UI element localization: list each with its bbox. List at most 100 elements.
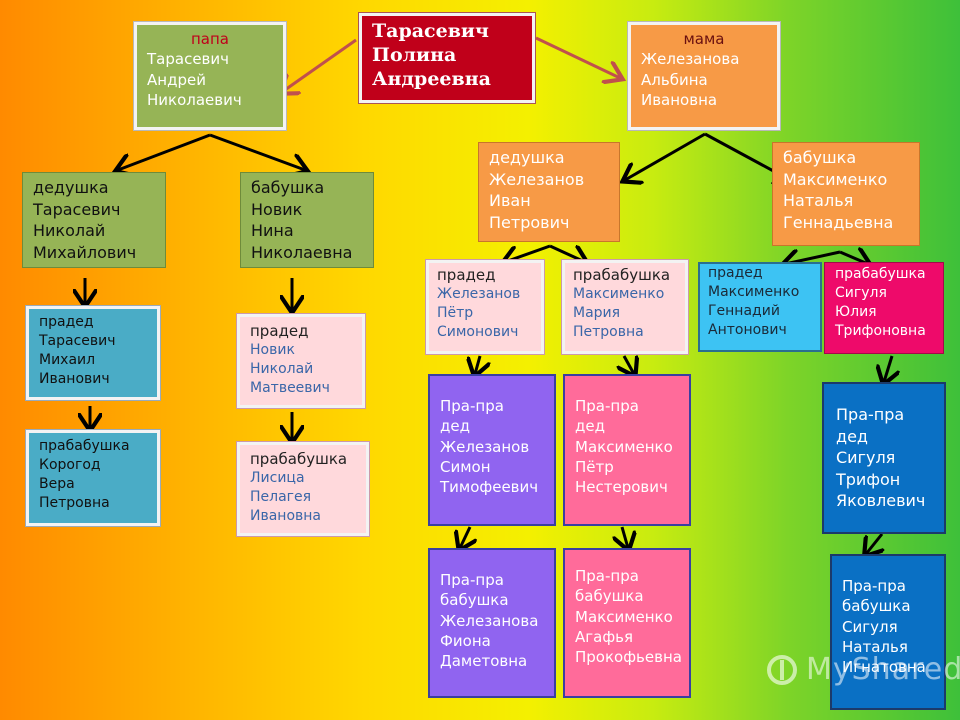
arrow-root-to-papa (282, 38, 357, 92)
role-label: прадед (437, 266, 496, 284)
patronymic: Даметовна (440, 652, 528, 670)
great-grandmother-sigulya-node: прабабушка Сигуля Юлия Трифоновна (824, 262, 944, 354)
firstname: Николай (33, 221, 106, 241)
firstname: Иван (489, 191, 531, 211)
firstname: Вера (39, 475, 75, 492)
role-label: прадед (250, 322, 309, 340)
root-firstname: Полина (372, 43, 457, 66)
surname: Железанов (437, 286, 521, 303)
arrow-gfm-to-ggmm (549, 244, 585, 262)
patronymic: Яковлевич (836, 491, 926, 511)
role-label: Пра-пра (575, 397, 639, 415)
great-grandfather-zhelezanov-node: прадед Железанов Пётр Симонович (426, 260, 544, 354)
arrow-gggfm-to-gggmm (622, 526, 628, 548)
surname: Новик (250, 342, 295, 359)
watermark-logo-icon (767, 655, 797, 685)
patronymic: Антонович (708, 321, 787, 338)
papa-node: папа Тарасевич Андрей Николаевич (134, 22, 286, 130)
firstname: Юлия (835, 303, 877, 320)
surname: Новик (251, 199, 303, 219)
firstname: Трифон (836, 469, 901, 489)
root-node: Тарасевич Полина Андреевна (359, 13, 535, 103)
patronymic: Нестерович (575, 478, 668, 496)
role-label: прабабушка (835, 266, 926, 282)
role-label-2: дед (836, 426, 868, 446)
patronymic: Иванович (39, 370, 110, 387)
firstname: Мария (573, 305, 621, 322)
patronymic: Симонович (437, 324, 519, 341)
surname: Лисица (250, 470, 305, 487)
surname: Корогод (39, 456, 101, 473)
patronymic: Геннадьевна (783, 212, 894, 232)
arrow-papa-to-gm (209, 133, 305, 170)
firstname: Нина (251, 221, 294, 241)
arrow-root-to-mama (535, 36, 620, 78)
great-grandfather-maksimenko-node: прадед Максименко Геннадий Антонович (698, 262, 822, 352)
firstname: Пелагея (250, 489, 312, 506)
arrow-gfm-to-ggfz (505, 244, 551, 262)
gg-grandmother-sigulya-node: Пра-пра бабушка Сигуля Наталья Игнатовна (830, 554, 946, 710)
arrow-ggmm-to-gggf (624, 356, 634, 374)
great-grandmother-korogod-node: прабабушка Корогод Вера Петровна (26, 430, 160, 526)
firstname: Пётр (575, 457, 614, 476)
firstname: Фиона (440, 631, 491, 650)
surname: Железанов (440, 437, 530, 456)
arrow-ggms-to-gggf (884, 355, 892, 382)
firstname: Симон (440, 457, 491, 476)
firstname: Пётр (437, 305, 474, 322)
surname: Железанова (440, 611, 539, 630)
root-surname: Тарасевич (372, 20, 489, 42)
patronymic: Петровна (573, 324, 644, 341)
surname: Сигуля (836, 448, 896, 468)
surname: Сигуля (842, 617, 898, 636)
firstname: Наталья (783, 191, 854, 211)
surname: Максименко (783, 169, 888, 189)
surname: Тарасевич (39, 332, 116, 349)
role-label: Пра-пра (836, 405, 905, 424)
grandmother-paternal-node: бабушка Новик Нина Николаевна (240, 172, 374, 268)
mama-role: мама (683, 30, 725, 48)
role-label-2: дед (575, 417, 605, 436)
patronymic: Игнатовна (842, 658, 926, 676)
watermark-text: MyShared (806, 652, 960, 687)
arrow-papa-to-gf (118, 133, 211, 170)
role-label: Пра-пра (440, 571, 504, 589)
role-label-2: дед (440, 417, 470, 436)
mama-node: мама Железанова Альбина Ивановна (628, 22, 780, 130)
role-label: прабабушка (39, 438, 130, 454)
patronymic: Петрович (489, 212, 570, 232)
patronymic: Ивановна (250, 508, 322, 525)
patronymic: Прокофьевна (575, 648, 682, 666)
great-grandmother-maksimenko-node: прабабушка Максименко Мария Петровна (562, 260, 688, 354)
root-patronymic: Андреевна (372, 67, 491, 90)
gg-grandmother-maksimenko-node: Пра-пра бабушка Максименко Агафья Прокоф… (563, 548, 691, 698)
role-label: прабабушка (573, 266, 671, 284)
papa-role: папа (191, 30, 229, 48)
great-grandfather-novik-node: прадед Новик Николай Матвеевич (237, 314, 365, 408)
arrow-mama-to-gf (625, 132, 706, 180)
grandfather-maternal-node: дедушка Железанов Иван Петрович (478, 142, 620, 242)
role-label: прадед (39, 314, 94, 330)
arrow-ggfz-to-gggf (475, 355, 480, 374)
role-label: прабабушка (250, 450, 348, 468)
mama-surname: Железанова (641, 50, 740, 69)
papa-firstname: Андрей (147, 70, 206, 89)
firstname: Агафья (575, 627, 634, 646)
role-label-2: бабушка (440, 591, 509, 610)
gg-grandmother-zhelezanova-node: Пра-пра бабушка Железанова Фиона Даметов… (428, 548, 556, 698)
firstname: Наталья (842, 637, 908, 656)
patronymic: Николаевна (251, 242, 353, 262)
mama-patronymic: Ивановна (641, 90, 718, 109)
arrow-gggfs-to-gggms (866, 533, 882, 554)
grandfather-paternal-node: дедушка Тарасевич Николай Михайлович (22, 172, 166, 268)
patronymic: Тимофеевич (440, 478, 539, 496)
role-label: Пра-пра (440, 397, 504, 415)
patronymic: Михайлович (33, 242, 137, 262)
patronymic: Матвеевич (250, 380, 330, 397)
role-label: бабушка (251, 178, 325, 197)
papa-surname: Тарасевич (147, 50, 229, 69)
mama-firstname: Альбина (641, 70, 708, 89)
role-label-2: бабушка (842, 597, 911, 616)
patronymic: Петровна (39, 494, 110, 511)
role-label: Пра-пра (842, 577, 906, 595)
